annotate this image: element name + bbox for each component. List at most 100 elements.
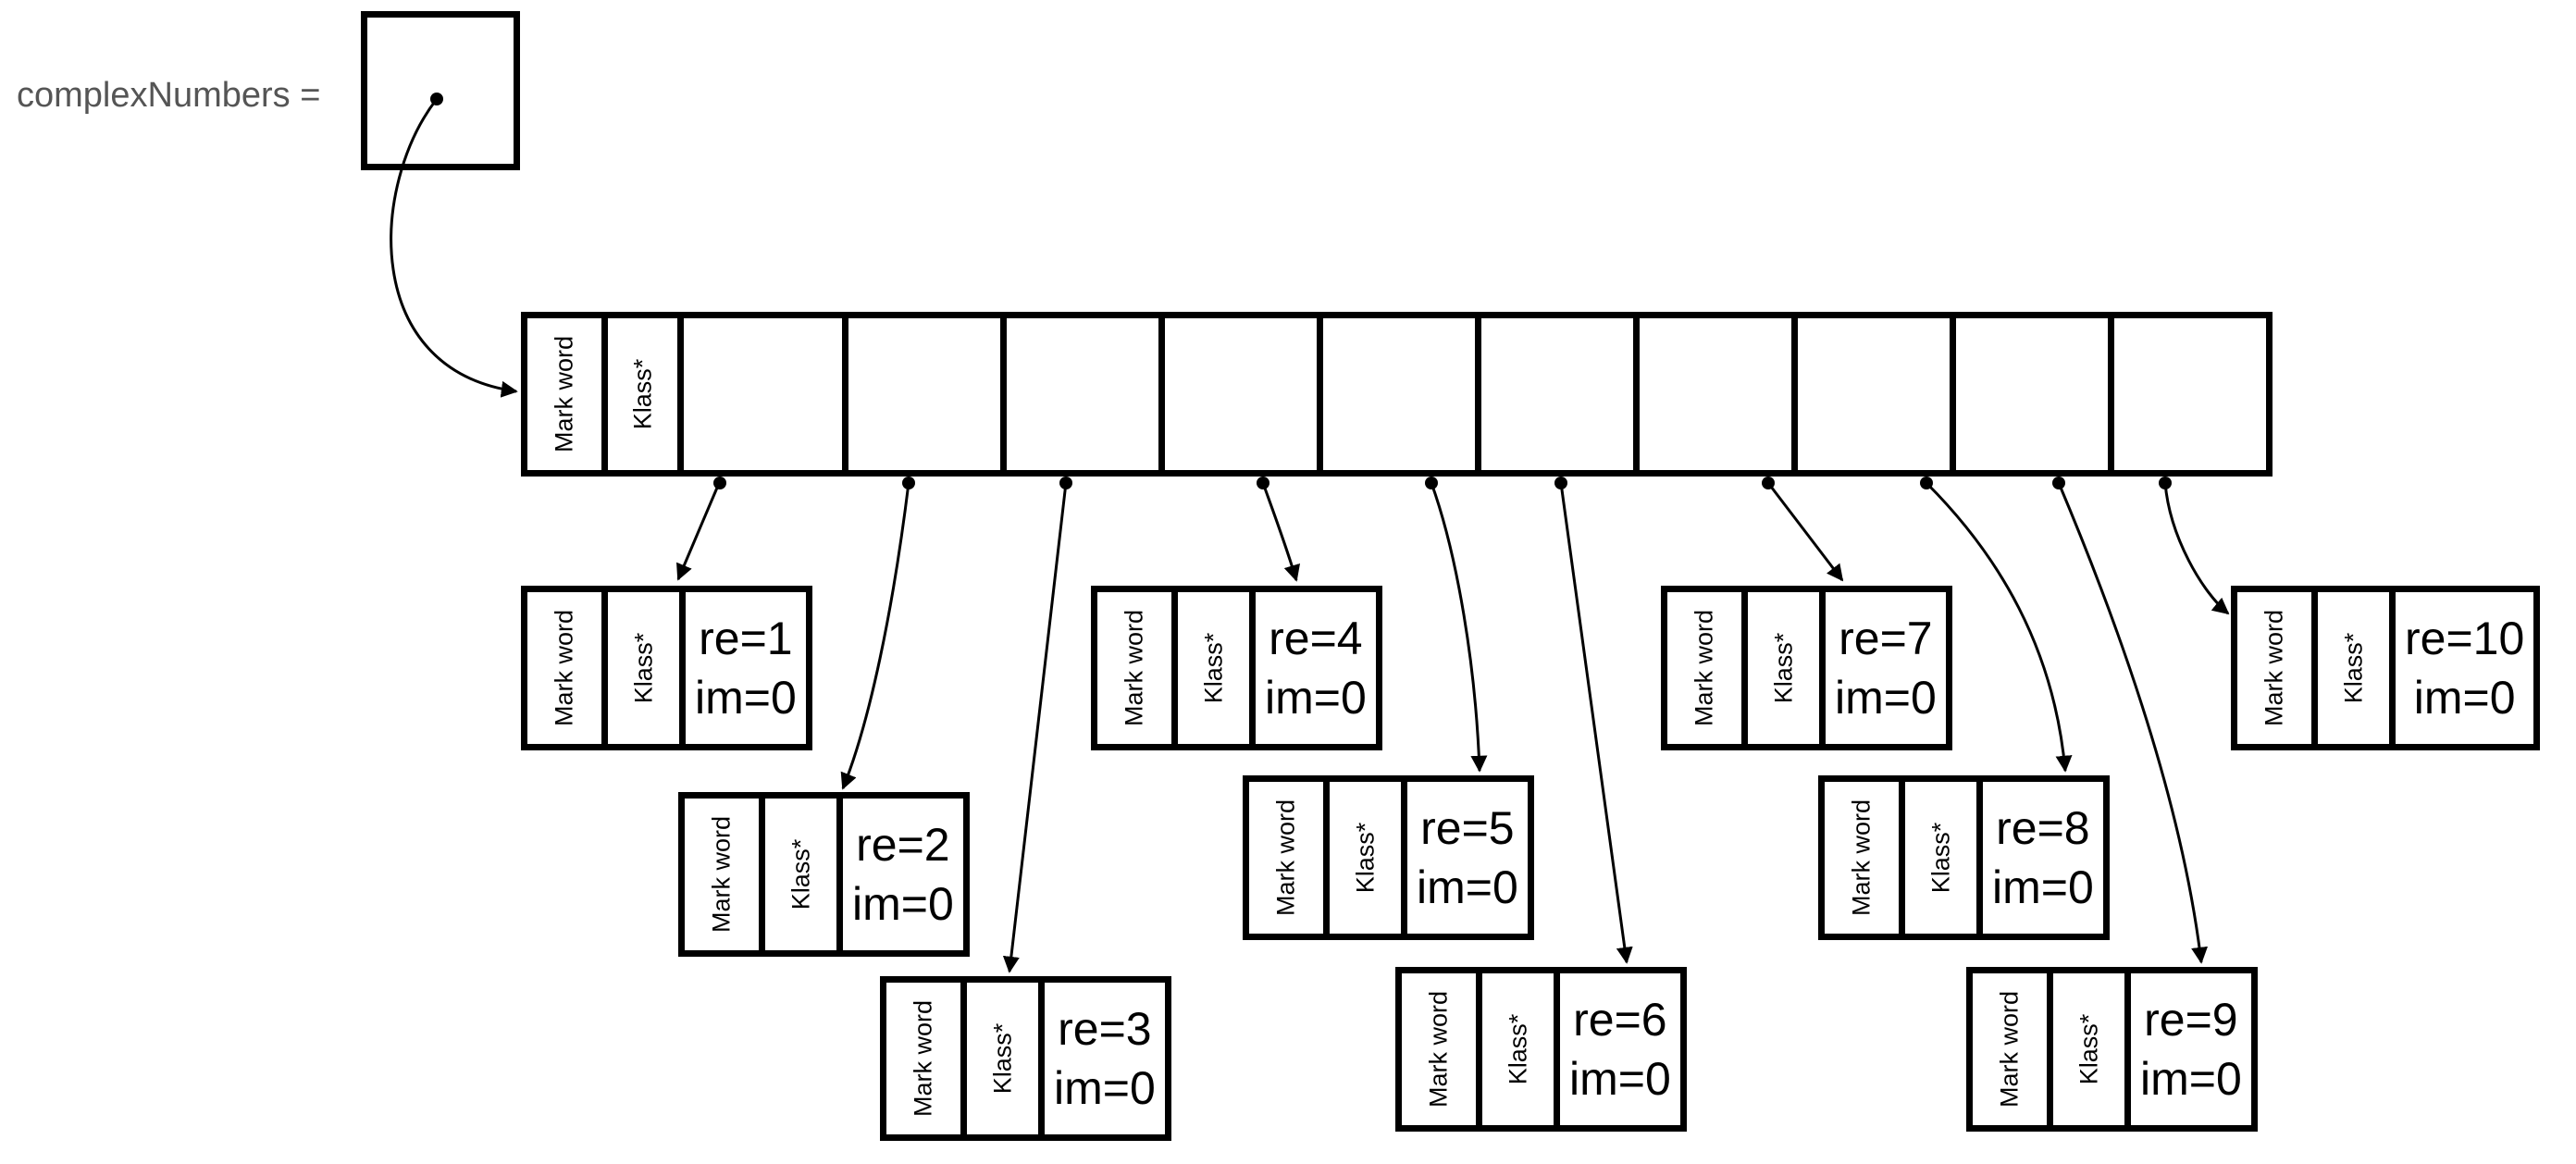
array-slot <box>1000 318 1158 470</box>
im-value: im=0 <box>1265 672 1367 724</box>
value-field: re=3 im=0 <box>1045 983 1165 1134</box>
klass-field: Klass* <box>608 592 686 744</box>
array-klass-field: Klass* <box>608 318 684 470</box>
klass-field: Klass* <box>1330 782 1407 934</box>
klass-field: Klass* <box>1482 973 1560 1125</box>
klass-label: Klass* <box>1769 632 1797 704</box>
im-value: im=0 <box>1835 672 1937 724</box>
klass-field: Klass* <box>1178 592 1256 744</box>
re-value: re=3 <box>1058 1003 1152 1055</box>
array-slot <box>1950 318 2108 470</box>
arrow-to-object-5 <box>1430 482 1488 773</box>
re-value: re=1 <box>699 613 793 664</box>
mark-word-field: Mark word <box>886 983 967 1134</box>
klass-label: Klass* <box>2074 1013 2102 1085</box>
complex-object-1: Mark word Klass* re=1 im=0 <box>521 586 812 750</box>
mark-word-field: Mark word <box>1667 592 1748 744</box>
array-slot <box>1158 318 1317 470</box>
klass-label: Klass* <box>786 838 814 910</box>
array-slot <box>684 318 842 470</box>
mark-word-label: Mark word <box>1690 609 1718 727</box>
arrow-to-object-2 <box>840 482 910 790</box>
value-field: re=1 im=0 <box>686 592 806 744</box>
mark-word-field: Mark word <box>1973 973 2053 1125</box>
mark-word-label: Mark word <box>1847 799 1876 917</box>
pointer-dot <box>2159 477 2172 489</box>
pointer-dot <box>1059 477 1072 489</box>
im-value: im=0 <box>2140 1053 2242 1105</box>
pointer-dot <box>1762 477 1775 489</box>
re-value: re=9 <box>2144 994 2238 1046</box>
value-field: re=4 im=0 <box>1256 592 1376 744</box>
klass-field: Klass* <box>967 983 1045 1134</box>
mark-word-field: Mark word <box>2237 592 2318 744</box>
klass-field: Klass* <box>765 799 843 950</box>
klass-label: Klass* <box>1504 1013 1531 1085</box>
pointer-dot <box>2052 477 2065 489</box>
klass-label: Klass* <box>629 632 657 704</box>
pointer-dot <box>1257 477 1269 489</box>
im-value: im=0 <box>1992 861 2094 913</box>
re-value: re=4 <box>1269 613 1363 664</box>
im-value: im=0 <box>1417 861 1518 913</box>
arrow-to-object-6 <box>1559 482 1633 964</box>
array-slot <box>842 318 1000 470</box>
complex-object-3: Mark word Klass* re=3 im=0 <box>880 976 1171 1141</box>
value-field: re=6 im=0 <box>1560 973 1680 1125</box>
im-value: im=0 <box>1569 1053 1671 1105</box>
array-slot <box>1791 318 1950 470</box>
pointer-dot <box>902 477 915 489</box>
pointer-dot <box>1920 477 1933 489</box>
complex-object-4: Mark word Klass* re=4 im=0 <box>1091 586 1382 750</box>
klass-field: Klass* <box>2318 592 2396 744</box>
mark-word-label: Mark word <box>707 815 736 934</box>
array-slot <box>1317 318 1475 470</box>
klass-label: Klass* <box>1199 632 1227 704</box>
arrow-to-object-4 <box>1261 482 1301 582</box>
array-slots <box>684 318 2266 470</box>
array-slot <box>1633 318 1791 470</box>
klass-field: Klass* <box>1748 592 1826 744</box>
mark-word-field: Mark word <box>1402 973 1482 1125</box>
klass-label: Klass* <box>1926 822 1954 894</box>
mark-word-field: Mark word <box>1825 782 1905 934</box>
mark-word-label: Mark word <box>1424 990 1453 1108</box>
mark-word-label: Mark word <box>2260 609 2288 727</box>
mark-word-label: Mark word <box>550 609 578 727</box>
array-mark-word-label: Mark word <box>550 335 578 453</box>
value-field: re=9 im=0 <box>2131 973 2251 1125</box>
im-value: im=0 <box>1054 1062 1156 1114</box>
im-value: im=0 <box>852 878 954 930</box>
array-object: Mark word Klass* <box>521 312 2273 477</box>
re-value: re=10 <box>2405 613 2525 664</box>
mark-word-field: Mark word <box>685 799 765 950</box>
variable-label: complexNumbers = <box>17 76 321 115</box>
arrow-to-object-3 <box>1002 482 1068 973</box>
array-mark-word-field: Mark word <box>527 318 608 470</box>
klass-field: Klass* <box>2053 973 2131 1125</box>
pointer-dot <box>1425 477 1438 489</box>
arrow-to-object-7 <box>1766 482 1844 582</box>
mark-word-field: Mark word <box>1097 592 1178 744</box>
im-value: im=0 <box>695 672 797 724</box>
complex-object-6: Mark word Klass* re=6 im=0 <box>1395 967 1687 1132</box>
klass-label: Klass* <box>988 1022 1016 1095</box>
re-value: re=6 <box>1573 994 1667 1046</box>
mark-word-label: Mark word <box>1120 609 1148 727</box>
mark-word-label: Mark word <box>909 999 937 1118</box>
mark-word-label: Mark word <box>1271 799 1300 917</box>
array-slot <box>2108 318 2266 470</box>
klass-label: Klass* <box>1351 822 1379 894</box>
klass-label: Klass* <box>2339 632 2367 704</box>
mark-word-field: Mark word <box>527 592 608 744</box>
